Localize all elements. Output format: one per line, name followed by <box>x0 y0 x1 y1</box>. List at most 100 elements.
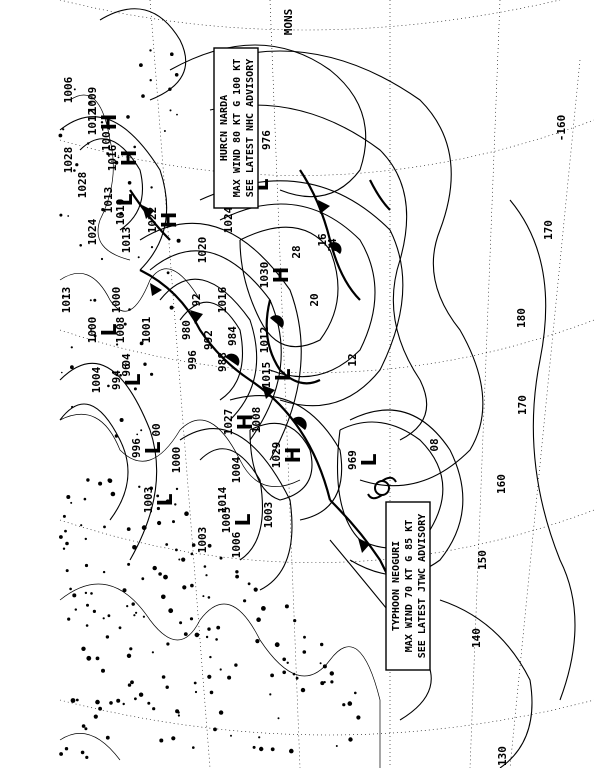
longitude-label: -160 <box>555 115 568 142</box>
center-letter: L <box>97 323 121 336</box>
longitude-label: 140 <box>470 628 483 648</box>
advisory-neoguri-line-1: TYPHOON NEOGURI <box>391 541 402 631</box>
typhoon-symbol-icon <box>367 476 397 500</box>
isobar-label: 12 <box>346 353 359 366</box>
center-letter: H <box>117 150 141 167</box>
center-letter: L <box>153 493 177 506</box>
center-value: 1030 <box>258 262 271 289</box>
longitude-label: 160 <box>495 474 508 494</box>
longitude-label: 170 <box>542 220 555 240</box>
isobar-label: 1003 <box>196 527 209 554</box>
center-letter: L <box>113 193 137 206</box>
isobar-label: 1009 <box>86 87 99 114</box>
isobar-label: 04 <box>120 353 133 367</box>
isobar-label: 1028 <box>62 147 75 174</box>
advisory-narda-line-3: SEE LATEST NHC ADVISORY <box>245 59 256 197</box>
isobar-label: 984 <box>226 326 239 346</box>
center-value: 1029 <box>270 442 283 469</box>
isobar-label: 1006 <box>62 76 75 103</box>
isobar-label: 988 <box>216 352 229 372</box>
isobar-label: 1000 <box>170 447 183 474</box>
isobar-label: 1008 <box>114 317 127 344</box>
advisory-narda: HURCN NARDA MAX WIND 80 KT G 100 KT SEE … <box>213 47 259 209</box>
isobar-label: 992 <box>202 330 215 350</box>
longitude-label: 150 <box>476 550 489 570</box>
center-value: 1013 <box>102 187 115 214</box>
station-plots <box>58 49 361 760</box>
isobar-label: 00 <box>150 423 163 436</box>
center-letter: L <box>271 368 295 381</box>
advisory-narda-line-1: HURCN NARDA <box>219 95 230 161</box>
isobar-label: 96 <box>120 363 133 377</box>
center-letter: H <box>281 447 305 464</box>
isobar-label: 1012 <box>258 327 271 354</box>
center-value: 969 <box>346 450 359 470</box>
longitude-labels: -160 170 180 170 160 150 140 130 <box>470 115 568 766</box>
isobar-label: 1008 <box>250 407 263 434</box>
longitude-label: 130 <box>496 746 509 766</box>
isobar-label: 976 <box>260 130 273 150</box>
isobar-label: 20 <box>308 293 321 306</box>
advisory-narda-line-2: MAX WIND 80 KT G 100 KT <box>232 59 243 197</box>
isobar-label: 92 <box>190 293 203 306</box>
isobar-label: 08 <box>428 438 441 451</box>
isobar-label: 16 <box>316 233 329 247</box>
center-value: 1015 <box>260 362 273 389</box>
isobar-label: 1013 <box>60 287 73 314</box>
isobar-label: 1004 <box>90 366 103 393</box>
isobar-label: 1004 <box>230 456 243 483</box>
advisory-neoguri-line-2: MAX WIND 70 KT G 85 KT <box>404 520 415 652</box>
center-value: 1016 <box>106 144 119 171</box>
isobars <box>59 8 576 768</box>
isobar-label: 1013 <box>120 227 133 254</box>
center-value: 1005 <box>220 507 233 534</box>
isobar-label: 1016 <box>216 286 229 313</box>
center-value: 1012 <box>86 109 99 136</box>
isobar-label: 24 <box>326 238 339 252</box>
center-value: 994 <box>110 370 123 390</box>
isobar-label: 1006 <box>230 531 243 558</box>
center-letter: H <box>269 267 293 284</box>
longitude-label: 180 <box>515 308 528 328</box>
isobar-label: 1024 <box>222 206 235 233</box>
isobar-label: 1024 <box>86 218 99 245</box>
longitude-label: 170 <box>516 395 529 415</box>
center-value: 1022 <box>146 207 159 234</box>
center-letter: H <box>233 414 257 431</box>
center-letter: H <box>97 114 121 131</box>
isobar-label: 1007 <box>100 125 113 152</box>
advisory-neoguri-line-3: SEE LATEST JTWC ADVISORY <box>417 514 428 659</box>
center-value: 1027 <box>222 409 235 436</box>
isobar-label: 1014 <box>216 486 229 513</box>
center-value: 1000 <box>86 317 99 344</box>
fronts <box>129 169 421 641</box>
isobar-label: 1003 <box>262 502 275 529</box>
isobar-label: 996 <box>186 350 199 370</box>
center-value: 996 <box>130 438 143 458</box>
isobar-label: 28 <box>290 245 303 258</box>
corner-label: MONS <box>282 9 295 36</box>
isobar-label: 1000 <box>110 287 123 314</box>
center-letter: H <box>157 212 181 229</box>
isobar-label: 1020 <box>196 237 209 264</box>
isobar-label: 980 <box>180 320 193 340</box>
pressure-centers: H1030H1029H1027H1022H1016H1012L1014L1015… <box>86 109 381 534</box>
center-letter: L <box>141 441 165 454</box>
isobar-label: 1010 <box>114 199 127 226</box>
center-letter: L <box>121 373 145 386</box>
isobar-label: 1028 <box>76 172 89 199</box>
